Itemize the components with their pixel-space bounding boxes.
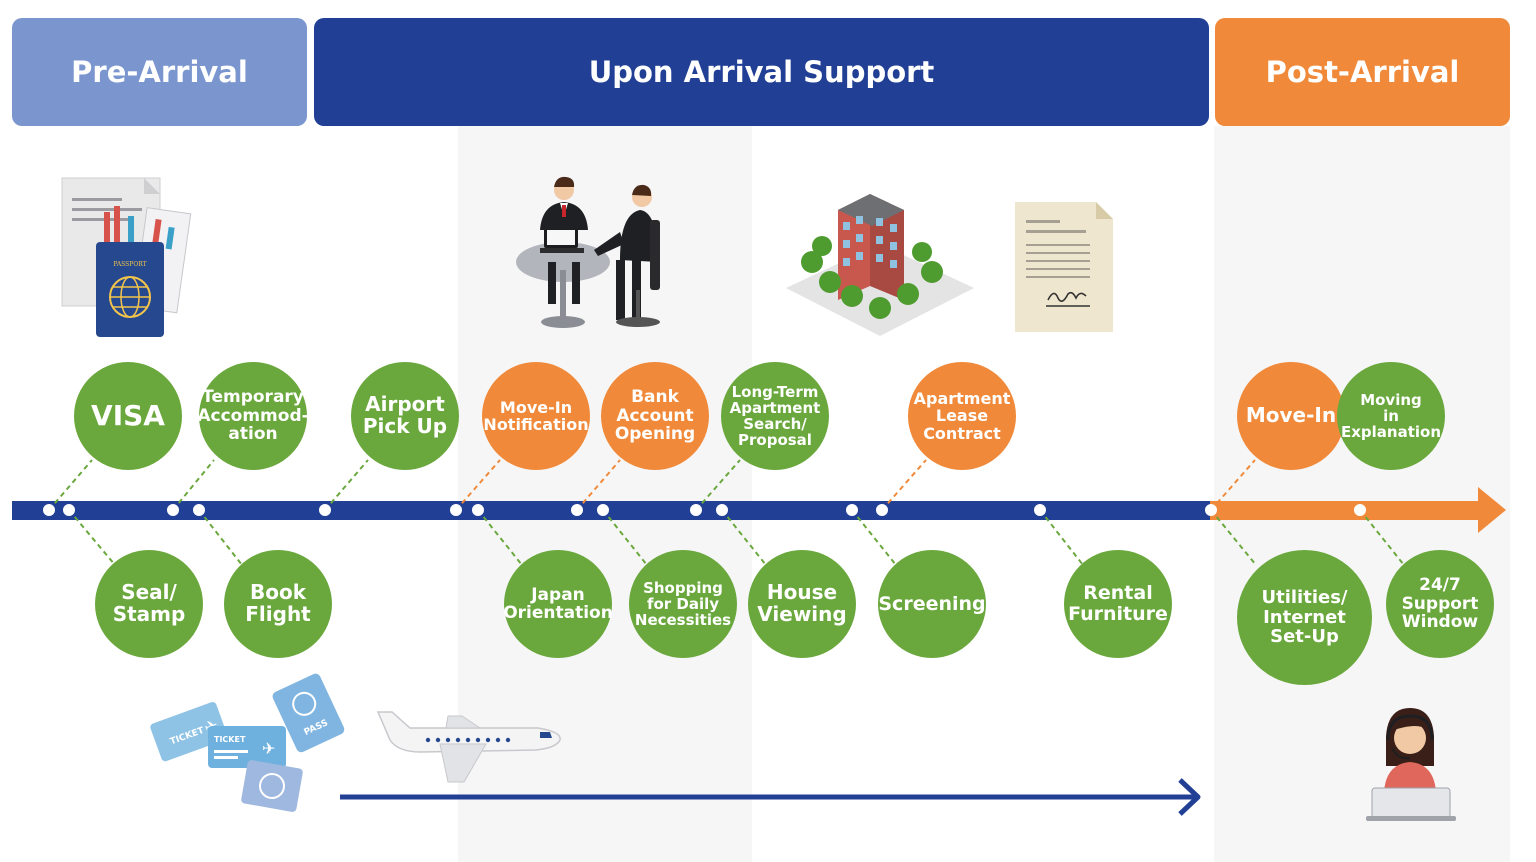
travel-arrow-head xyxy=(1178,778,1201,816)
step-long-term-apartment-search: Long-Term Apartment Search/ Proposal xyxy=(721,362,829,470)
timeline-dot xyxy=(1034,504,1046,516)
connector xyxy=(198,509,243,566)
step-move-in-notification: Move-In Notification xyxy=(482,362,590,470)
timeline-dot xyxy=(193,504,205,516)
connector xyxy=(851,509,897,566)
connector xyxy=(1359,509,1405,566)
step-utilities-internet-setup: Utilities/ Internet Set-Up xyxy=(1237,550,1372,685)
timeline-dot xyxy=(716,504,728,516)
step-visa: VISA xyxy=(74,362,182,470)
step-move-in: Move-In xyxy=(1237,362,1345,470)
connector xyxy=(324,459,369,511)
step-airport-pick-up: Airport Pick Up xyxy=(351,362,459,470)
connector xyxy=(172,459,215,511)
timeline-dot xyxy=(450,504,462,516)
timeline-dot xyxy=(846,504,858,516)
connector xyxy=(477,509,523,566)
post-arrival-band xyxy=(1214,126,1510,862)
timeline-dot xyxy=(43,504,55,516)
phase-pre-arrival: Pre-Arrival xyxy=(12,18,307,126)
timeline-bar-post xyxy=(1210,501,1480,520)
step-book-flight: Book Flight xyxy=(224,550,332,658)
step-apartment-lease-contract: Apartment Lease Contract xyxy=(908,362,1016,470)
timeline-dot xyxy=(1354,504,1366,516)
tickets-icon: TICKET ✈ PASS TICKET ✈ xyxy=(150,673,345,812)
step-rental-furniture: Rental Furniture xyxy=(1064,550,1172,658)
timeline-arrow-head xyxy=(1478,487,1506,533)
timeline-dot xyxy=(63,504,75,516)
timeline-dot xyxy=(319,504,331,516)
timeline-dot xyxy=(876,504,888,516)
phase-post-arrival: Post-Arrival xyxy=(1215,18,1510,126)
step-house-viewing: House Viewing xyxy=(748,550,856,658)
connector xyxy=(881,459,927,511)
timeline-dot xyxy=(690,504,702,516)
step-japan-orientation: Japan Orientation xyxy=(503,550,613,658)
step-temporary-accommodation: Temporary Accommod- ation xyxy=(197,362,309,470)
contract-document-icon xyxy=(1015,202,1113,332)
step-screening: Screening xyxy=(878,550,986,658)
passport-docs-icon: PASSPORT xyxy=(61,177,192,337)
connector xyxy=(695,459,741,511)
connector xyxy=(48,459,93,511)
step-seal-stamp: Seal/ Stamp xyxy=(95,550,203,658)
step-moving-in-explanation: Moving in Explanation xyxy=(1337,362,1445,470)
timeline-dot xyxy=(167,504,179,516)
connector xyxy=(1039,509,1084,566)
timeline-dot xyxy=(571,504,583,516)
connector xyxy=(602,509,648,566)
timeline-dot xyxy=(597,504,609,516)
apartment-building-icon xyxy=(786,194,974,336)
timeline-bar xyxy=(12,501,1212,520)
connector xyxy=(68,509,116,566)
step-bank-account-opening: Bank Account Opening xyxy=(601,362,709,470)
phase-upon-arrival: Upon Arrival Support xyxy=(314,18,1209,126)
connector xyxy=(576,459,621,511)
connector xyxy=(721,509,767,566)
step-24-7-support-window: 24/7 Support Window xyxy=(1386,550,1494,658)
svg-text:✈: ✈ xyxy=(262,739,275,758)
timeline-dot xyxy=(472,504,484,516)
connector xyxy=(1210,509,1257,566)
support-operator-icon xyxy=(1366,708,1456,821)
connector xyxy=(1210,459,1256,511)
timeline-dot xyxy=(1205,504,1217,516)
passport-label: PASSPORT xyxy=(113,261,146,268)
airplane-icon xyxy=(376,711,561,783)
ticket-label: TICKET xyxy=(214,735,246,744)
connector xyxy=(455,459,501,511)
business-meeting-icon xyxy=(516,176,660,328)
step-shopping-daily-necessities: Shopping for Daily Necessities xyxy=(629,550,737,658)
